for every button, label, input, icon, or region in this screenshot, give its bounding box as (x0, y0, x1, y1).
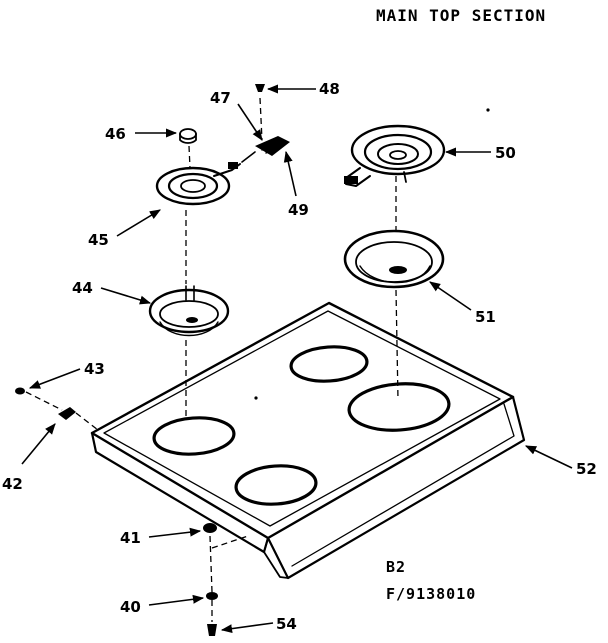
callout-51: 51 (475, 308, 496, 326)
leveler-41 (203, 523, 217, 533)
callout-43: 43 (84, 360, 105, 378)
assembly-lines (25, 97, 399, 622)
callout-41: 41 (120, 529, 141, 547)
clip-42 (58, 407, 76, 420)
callout-leaders (21, 84, 573, 634)
knob-46 (179, 128, 197, 144)
callout-45: 45 (88, 231, 109, 249)
callout-44: 44 (72, 279, 93, 297)
callout-52: 52 (576, 460, 597, 478)
screw-54 (207, 624, 217, 636)
callout-54: 54 (276, 615, 297, 633)
spacer-40 (206, 592, 218, 600)
surface-unit-small (155, 162, 241, 206)
diagram-title: MAIN TOP SECTION (376, 6, 546, 25)
callout-47: 47 (210, 89, 231, 107)
drip-pan-large (343, 229, 445, 289)
callout-49: 49 (288, 201, 309, 219)
figure-number: F/9138010 (386, 585, 476, 603)
callout-42: 42 (2, 475, 23, 493)
receptacle-block (241, 136, 290, 163)
screw-48 (255, 84, 265, 92)
callout-50: 50 (495, 144, 516, 162)
drip-pan-small (148, 285, 230, 337)
section-code: B2 (386, 558, 406, 576)
callout-46: 46 (105, 125, 126, 143)
callout-labels: 46 45 44 47 48 49 50 51 52 43 42 41 40 5… (2, 80, 597, 633)
callout-48: 48 (319, 80, 340, 98)
screw-43 (15, 387, 25, 395)
surface-unit-large (344, 124, 446, 187)
callout-40: 40 (120, 598, 141, 616)
cooktop-main-top (90, 301, 526, 580)
